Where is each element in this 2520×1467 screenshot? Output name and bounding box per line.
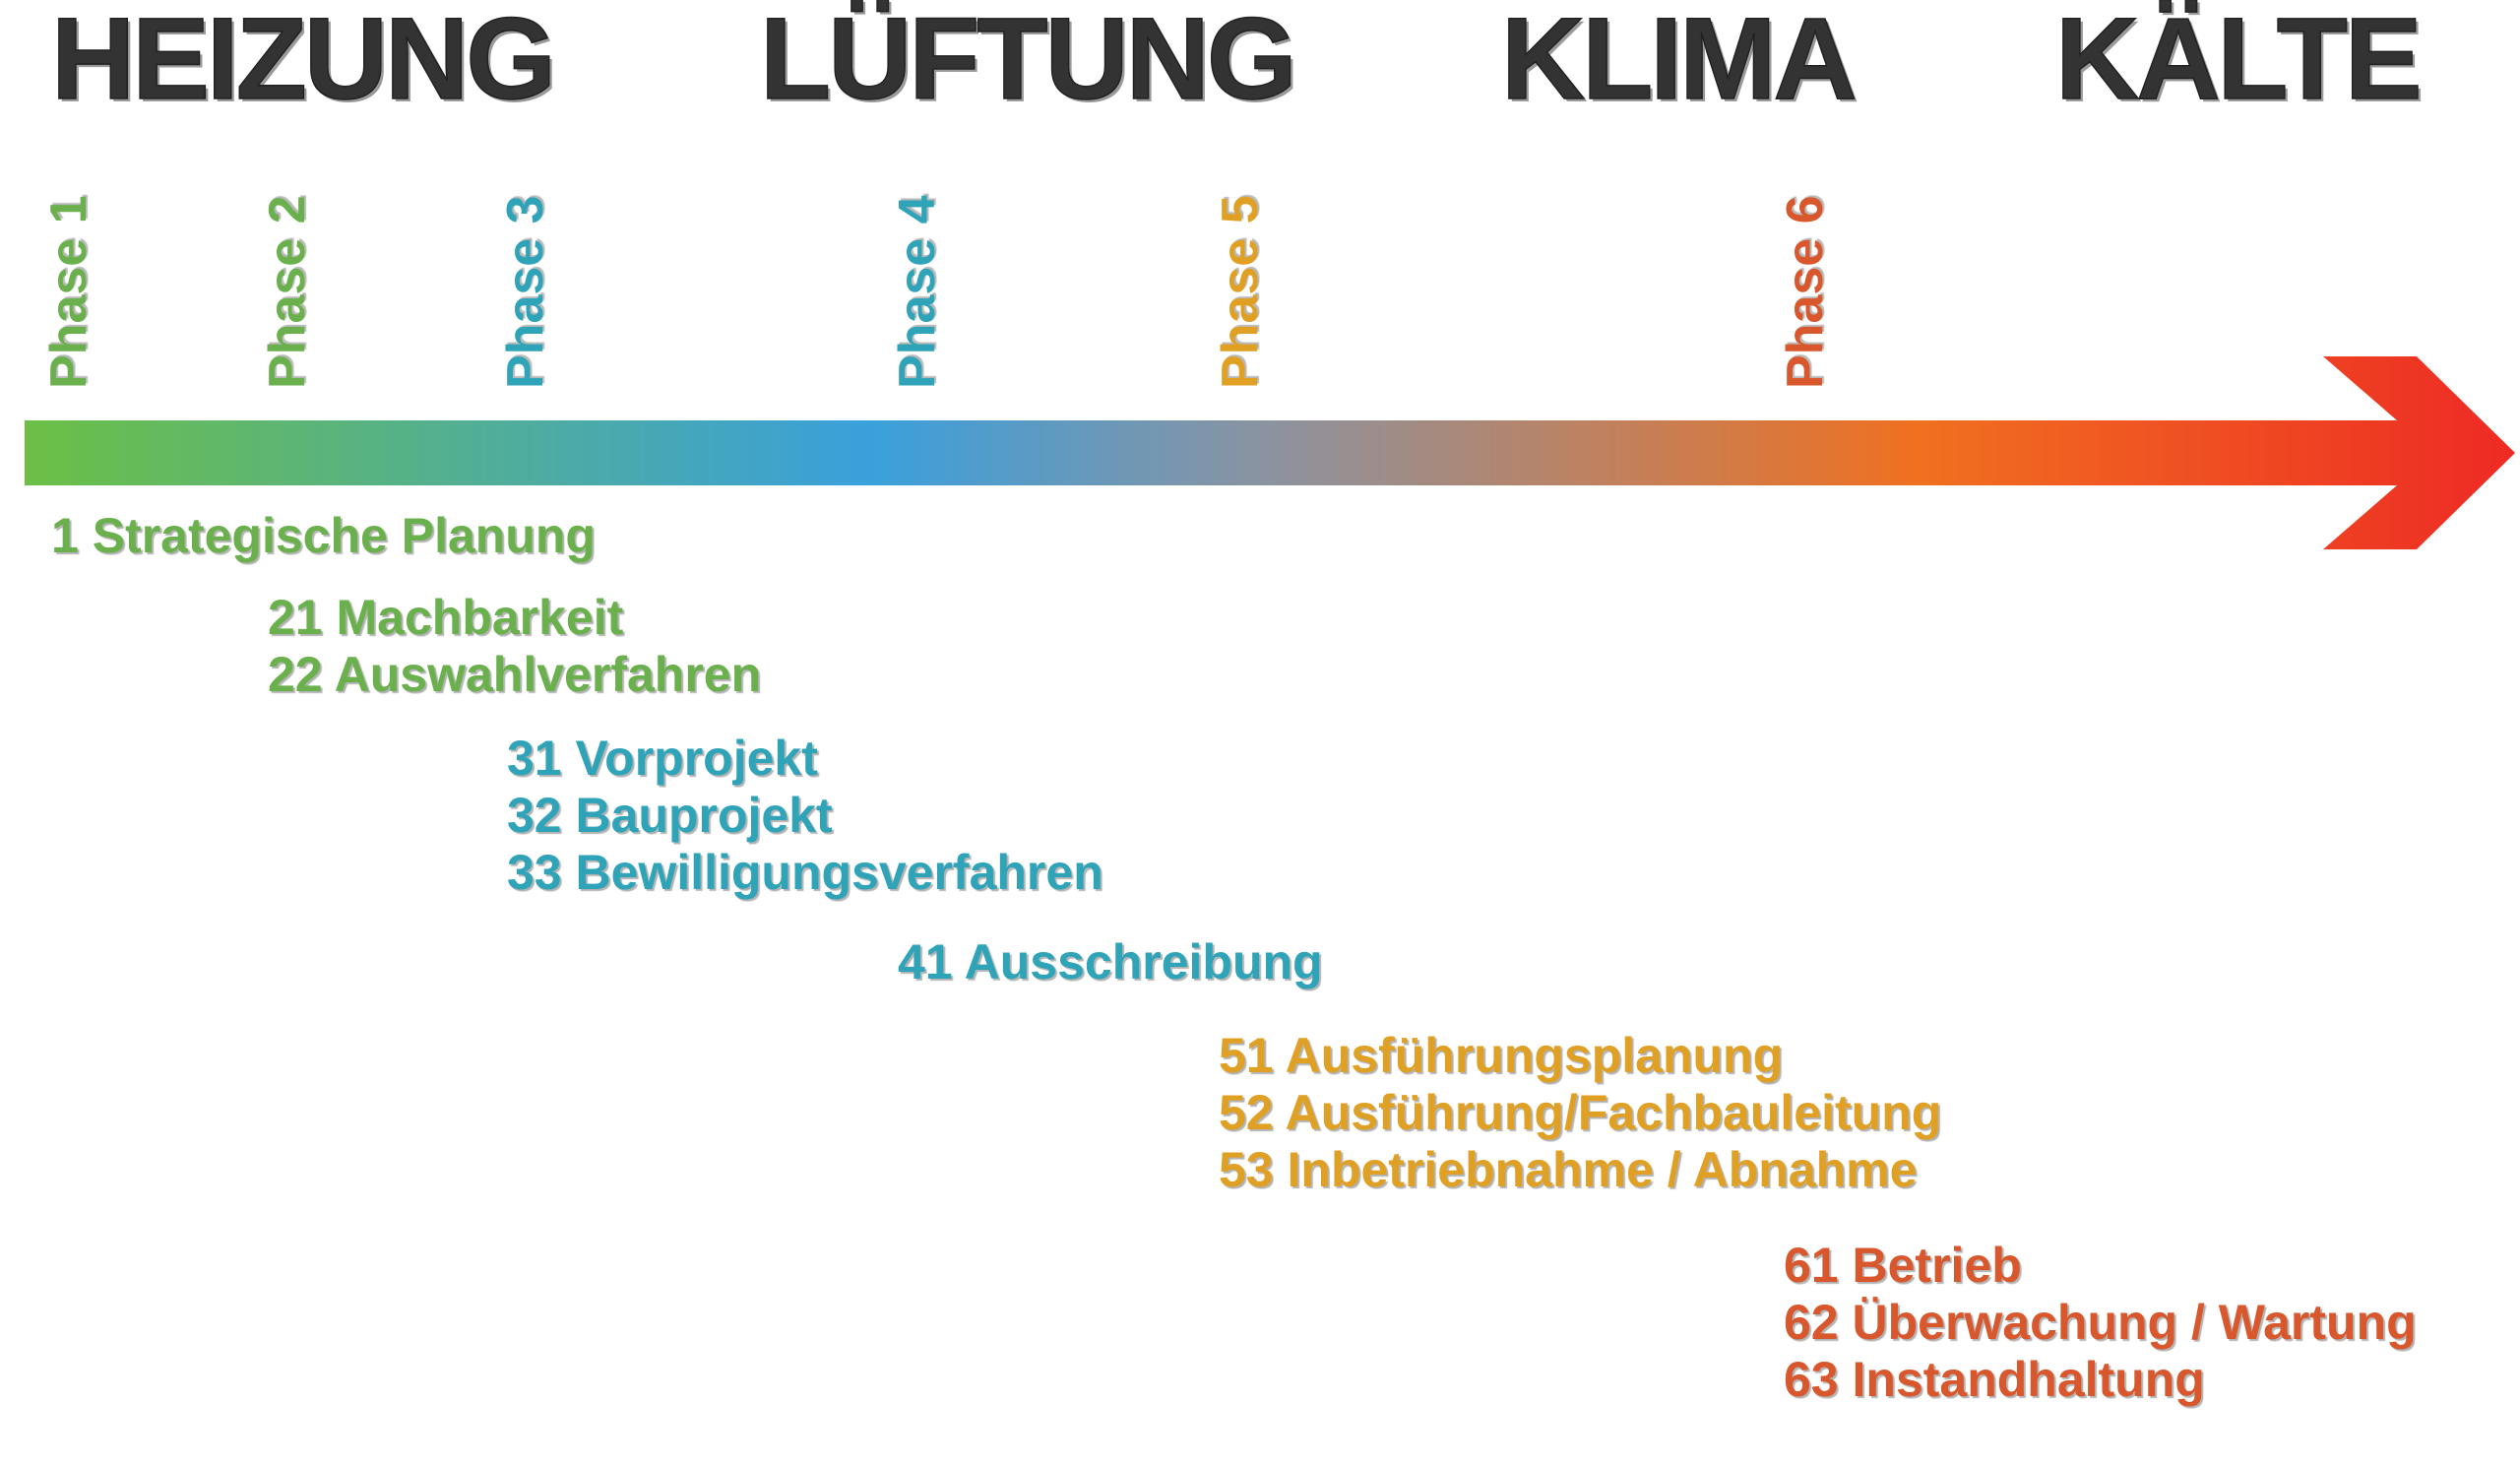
task-item: 62 Überwachung / Wartung bbox=[1784, 1295, 2417, 1350]
task-item: 51 Ausführungsplanung bbox=[1219, 1028, 1784, 1083]
group-phase-4: 41 Ausschreibung bbox=[898, 933, 1323, 990]
task-item: 33 Bewilligungsverfahren bbox=[507, 845, 1103, 900]
task-item: 32 Bauprojekt bbox=[507, 788, 833, 843]
task-item: 63 Instandhaltung bbox=[1784, 1352, 2205, 1407]
task-item: 1 Strategische Planung bbox=[51, 508, 596, 563]
heading-klima: KLIMA bbox=[1500, 0, 1858, 124]
task-item: 41 Ausschreibung bbox=[898, 934, 1323, 989]
heading-heizung: HEIZUNG bbox=[50, 0, 557, 124]
task-item: 53 Inbetriebnahme / Abnahme bbox=[1219, 1142, 1918, 1197]
task-item: 31 Vorprojekt bbox=[507, 731, 818, 786]
group-phase-3: 31 Vorprojekt 32 Bauprojekt 33 Bewilligu… bbox=[507, 730, 1103, 901]
group-phase-6: 61 Betrieb 62 Überwachung / Wartung 63 I… bbox=[1784, 1237, 2417, 1408]
group-phase-5: 51 Ausführungsplanung 52 Ausführung/Fach… bbox=[1219, 1027, 1941, 1198]
heading-kaelte: KÄLTE bbox=[2054, 0, 2423, 124]
task-item: 21 Machbarkeit bbox=[268, 590, 624, 645]
task-item: 52 Ausführung/Fachbauleitung bbox=[1219, 1085, 1942, 1140]
arrow-shape bbox=[25, 356, 2515, 549]
timeline-arrow bbox=[25, 356, 2515, 549]
task-item: 61 Betrieb bbox=[1784, 1238, 2022, 1293]
heading-lueftung: LÜFTUNG bbox=[759, 0, 1297, 124]
group-phase-2: 21 Machbarkeit 22 Auswahlverfahren bbox=[268, 589, 761, 703]
group-phase-1: 1 Strategische Planung bbox=[51, 507, 596, 564]
task-item: 22 Auswahlverfahren bbox=[268, 647, 762, 702]
